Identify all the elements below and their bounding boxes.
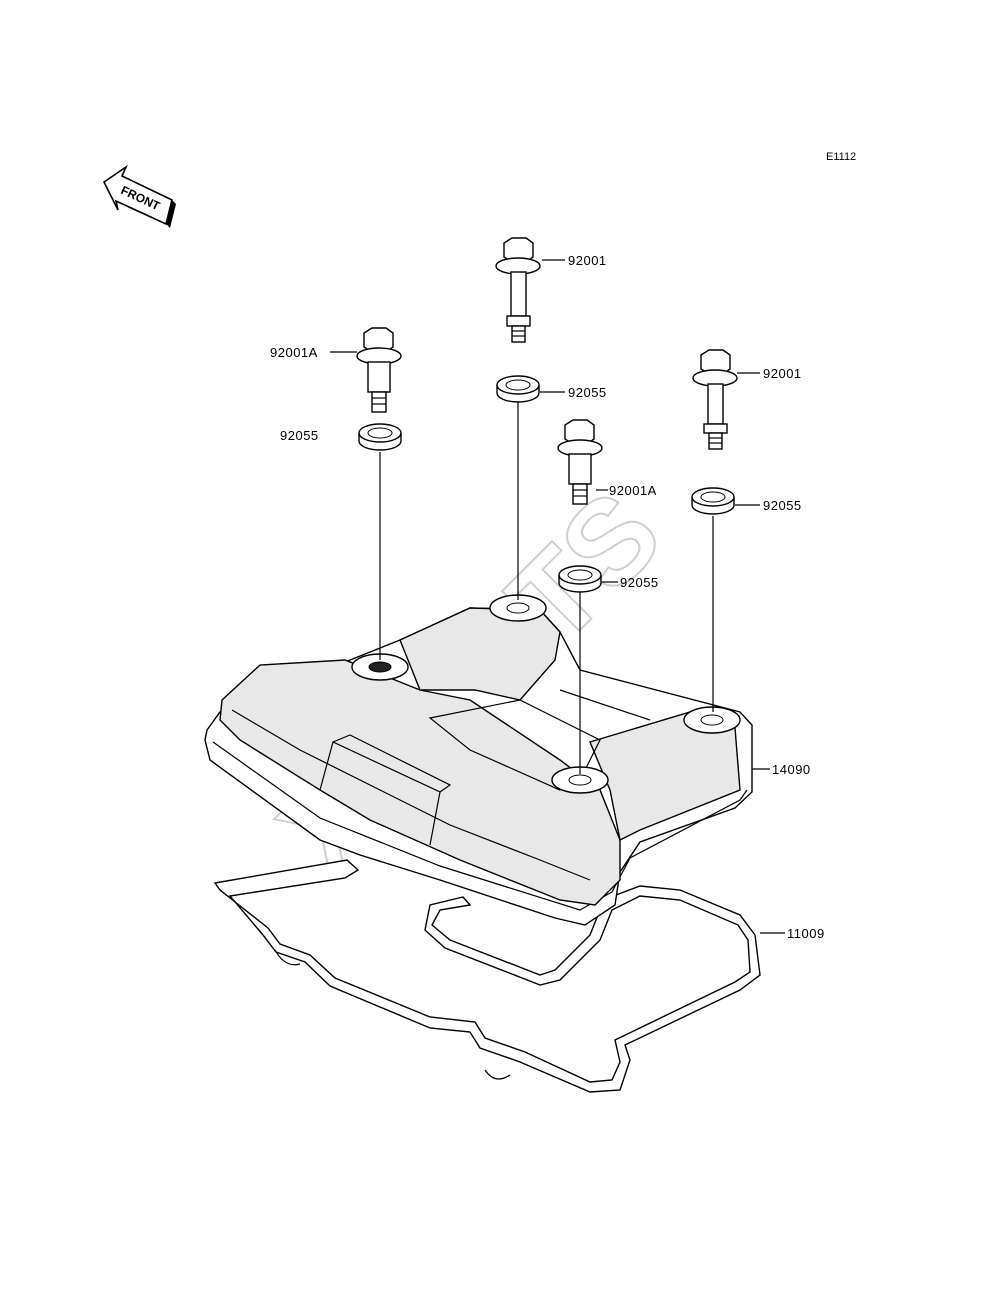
cylinder-head-cover-14090 <box>204 594 753 926</box>
bolt-92001-right <box>692 349 738 450</box>
label-washer-right: 92055 <box>763 498 802 513</box>
label-gasket: 11009 <box>787 926 825 941</box>
bolt-92001a-left <box>356 327 402 413</box>
washer-92055-left <box>358 423 402 451</box>
gasket-11009 <box>213 859 761 1093</box>
bolt-92001-top-center <box>495 237 541 343</box>
label-washer-left: 92055 <box>280 428 319 443</box>
label-washer-top-center: 92055 <box>568 385 607 400</box>
label-bolt-left: 92001A <box>270 345 318 360</box>
label-bolt-middle: 92001A <box>609 483 657 498</box>
label-cylinder-head-cover: 14090 <box>772 762 811 777</box>
bolt-92001a-middle <box>557 419 603 505</box>
diagram-code: E1112 <box>826 151 856 163</box>
washer-92055-right <box>691 487 735 515</box>
washer-92055-top-center <box>496 375 540 403</box>
label-bolt-right: 92001 <box>763 366 802 381</box>
label-bolt-top-center: 92001 <box>568 253 607 268</box>
front-arrow-icon: FRONT <box>102 164 176 228</box>
washer-92055-middle <box>558 565 602 593</box>
label-washer-middle: 92055 <box>620 575 659 590</box>
